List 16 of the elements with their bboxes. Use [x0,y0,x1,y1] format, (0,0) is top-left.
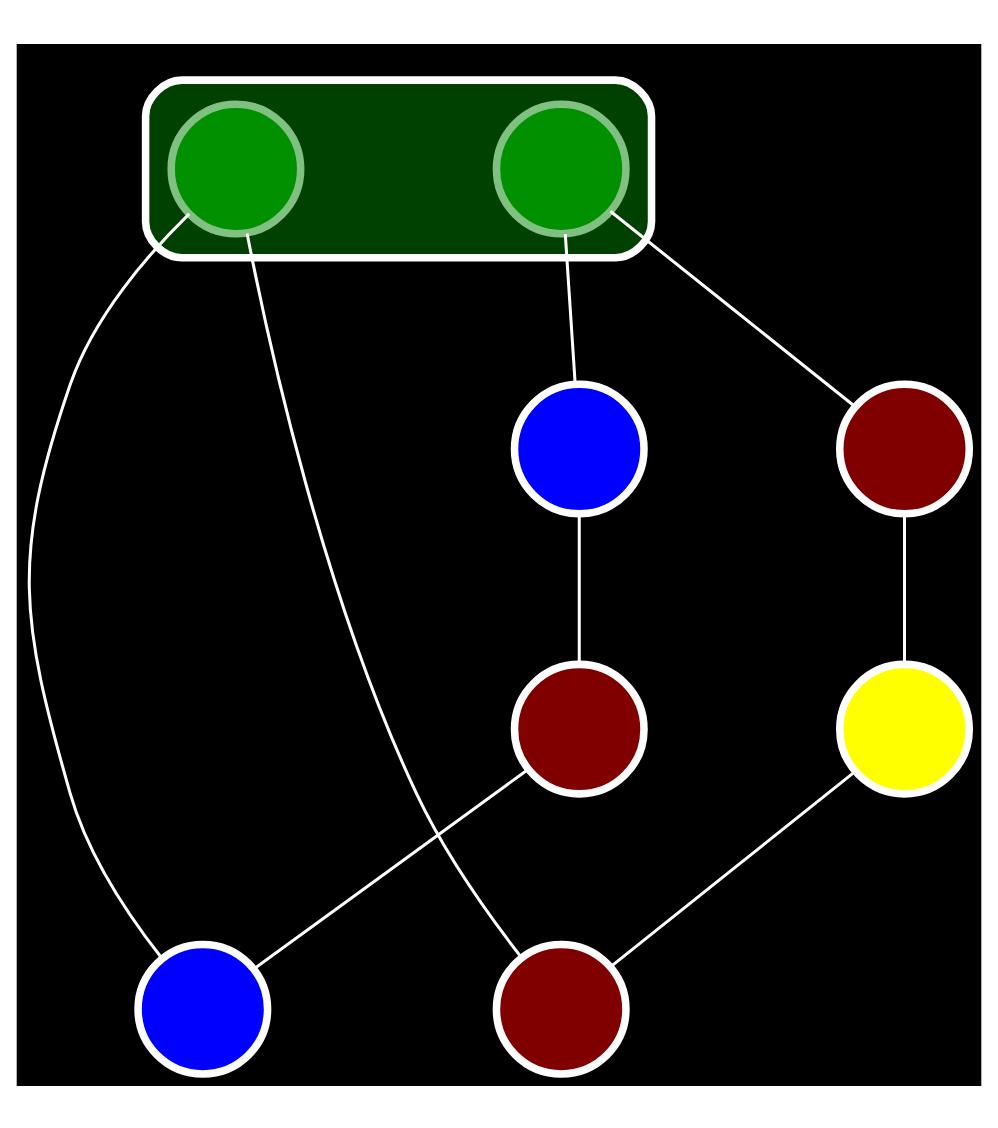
node-circle [836,659,974,797]
connector [609,209,856,407]
node-circle [836,379,974,517]
node-circle [492,99,630,237]
connector [27,211,191,959]
node-circle [167,99,305,237]
node-circle [510,659,648,797]
connector [577,513,581,664]
connector [610,769,857,967]
cluster [141,75,656,261]
connector [252,767,529,970]
connector [903,513,906,664]
node-circle [492,939,630,1077]
connector [563,233,577,384]
node-circle [510,379,648,517]
node-circle [134,939,272,1077]
